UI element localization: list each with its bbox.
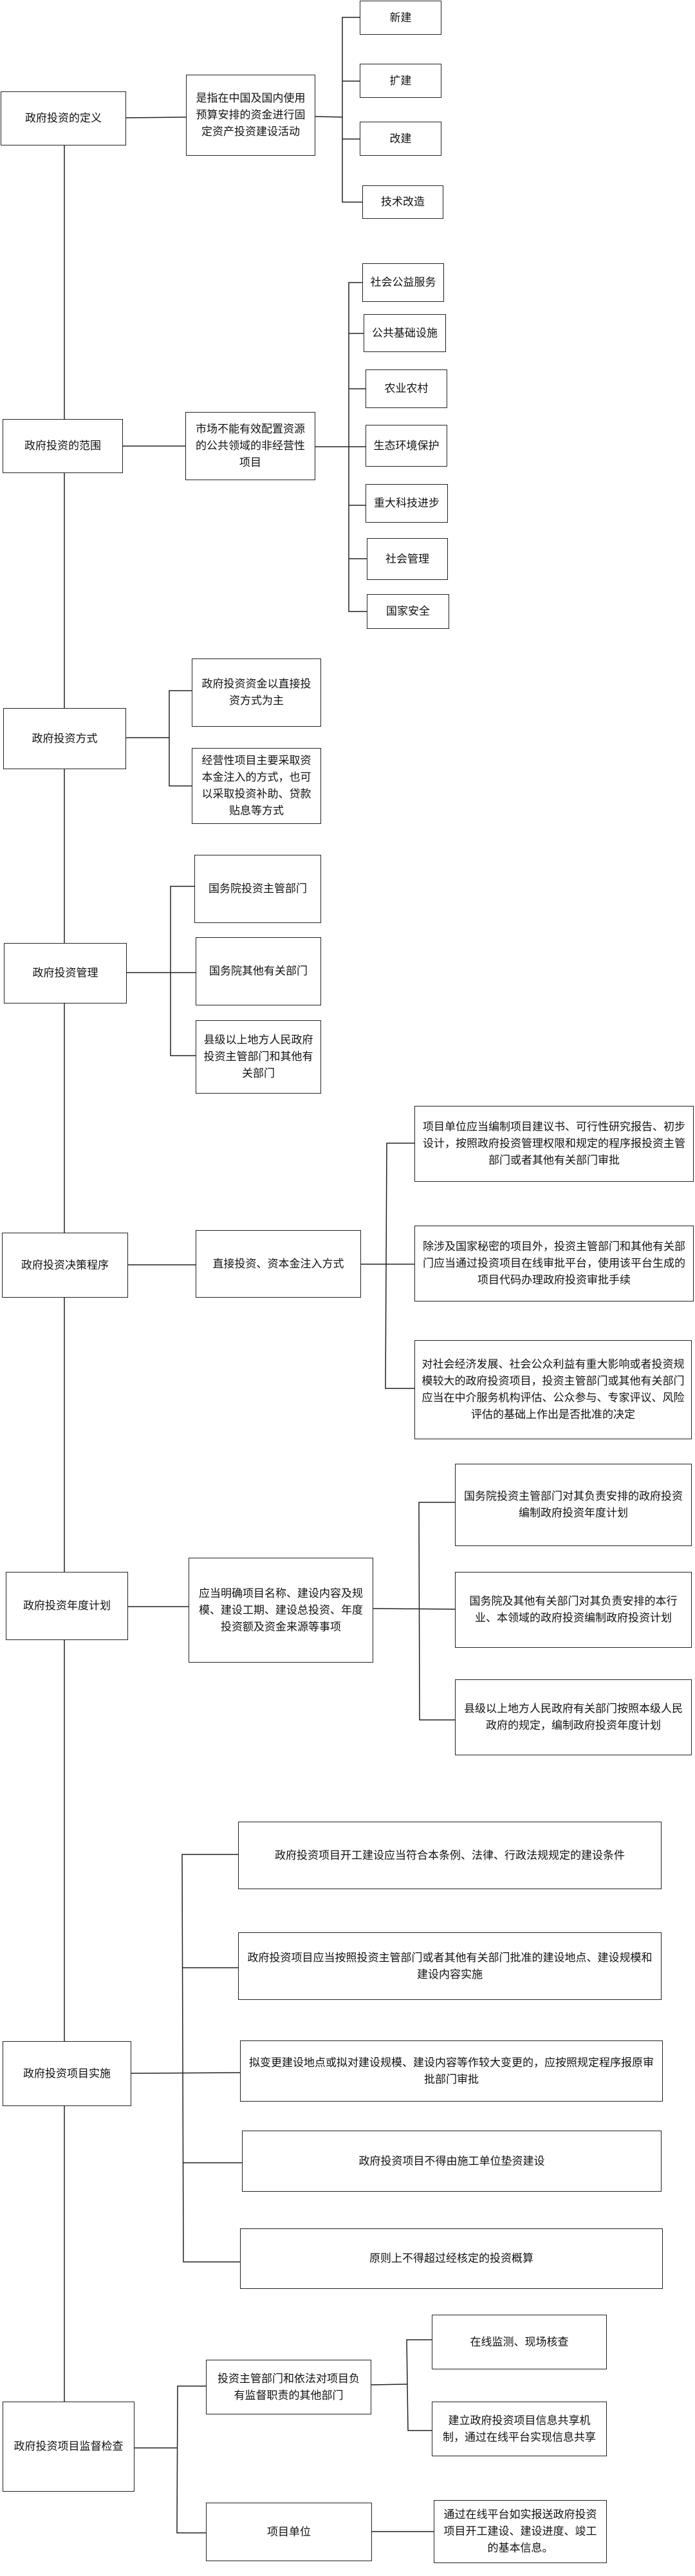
node-supervision: 政府投资项目监督检查: [3, 2402, 134, 2492]
leaf-scope: 社会公益服务: [362, 263, 444, 302]
leaf-tech-upgrade: 技术改造: [362, 185, 443, 219]
leaf-supervision: 建立政府投资项目信息共享机制，通过在线平台实现信息共享: [432, 2402, 607, 2456]
leaf-annual-plan: 县级以上地方人民政府有关部门按照本级人民政府的规定，编制政府投资年度计划: [455, 1679, 692, 1755]
leaf-rebuild: 改建: [360, 122, 441, 156]
node-management-item: 国务院其他有关部门: [196, 937, 321, 1005]
leaf-decision: 对社会经济发展、社会公众利益有重大影响或者投资规模较大的政府投资项目，投资主管部…: [414, 1340, 692, 1439]
leaf-decision: 项目单位应当编制项目建议书、可行性研究报告、初步设计，按照政府投资管理权限和规定…: [414, 1106, 694, 1182]
leaf-decision: 除涉及国家秘密的项目外，投资主管部门和其他有关部门应当通过投资项目在线审批平台，…: [414, 1226, 694, 1302]
node-implementation-item: 政府投资项目不得由施工单位垫资建设: [242, 2131, 662, 2192]
node-annual-plan: 政府投资年度计划: [6, 1572, 128, 1640]
node-scope: 政府投资的范围: [3, 419, 123, 473]
node-implementation-item: 政府投资项目开工建设应当符合本条例、法律、行政法规规定的建设条件: [238, 1822, 662, 1889]
leaf-scope: 社会管理: [367, 538, 448, 580]
leaf-new-build: 新建: [360, 1, 441, 35]
node-implementation-item: 原则上不得超过经核定的投资概算: [240, 2228, 663, 2289]
leaf-annual-plan: 国务院及其他有关部门对其负责安排的本行业、本领域的政府投资编制政府投资计划: [455, 1572, 692, 1648]
node-scope-desc: 市场不能有效配置资源的公共领域的非经营性项目: [185, 412, 315, 480]
node-supervision-project-unit: 项目单位: [206, 2503, 372, 2561]
node-definition-desc: 是指在中国及国内使用预算安排的资金进行固定资产投资建设活动: [186, 75, 315, 156]
node-implementation-item: 政府投资项目应当按照投资主管部门或者其他有关部门批准的建设地点、建设规模和建设内…: [238, 1932, 662, 2000]
leaf-scope: 生态环境保护: [366, 425, 447, 467]
leaf-supervision: 通过在线平台如实报送政府投资项目开工建设、建设进度、竣工的基本信息。: [434, 2500, 607, 2563]
node-implementation-item: 拟变更建设地点或拟对建设规模、建设内容等作较大变更的，应按照规定程序报原审批部门…: [240, 2040, 663, 2102]
node-management: 政府投资管理: [4, 943, 127, 1003]
node-annual-plan-desc: 应当明确项目名称、建设内容及规模、建设工期、建设总投资、年度投资额及资金来源等事…: [189, 1558, 373, 1663]
node-decision-mode: 直接投资、资本金注入方式: [196, 1230, 361, 1298]
node-implementation: 政府投资项目实施: [3, 2041, 131, 2106]
node-management-item: 国务院投资主管部门: [194, 855, 321, 923]
node-method: 政府投资方式: [3, 708, 126, 769]
leaf-scope: 重大科技进步: [366, 484, 448, 523]
node-method-item: 经营性项目主要采取资本金注入的方式，也可以采取投资补助、贷款贴息等方式: [192, 748, 321, 824]
node-definition: 政府投资的定义: [1, 91, 126, 145]
leaf-expansion: 扩建: [360, 64, 441, 98]
leaf-annual-plan: 国务院投资主管部门对其负责安排的政府投资编制政府投资年度计划: [455, 1464, 692, 1546]
node-supervision-authority: 投资主管部门和依法对项目负有监督职责的其他部门: [206, 2360, 371, 2414]
leaf-supervision: 在线监测、现场核查: [432, 2315, 607, 2369]
node-management-item: 县级以上地方人民政府投资主管部门和其他有关部门: [196, 1020, 321, 1094]
leaf-scope: 国家安全: [367, 594, 449, 629]
node-decision: 政府投资决策程序: [2, 1233, 128, 1298]
node-method-item: 政府投资资金以直接投资方式为主: [192, 658, 321, 727]
leaf-scope: 公共基础设施: [364, 314, 446, 352]
leaf-scope: 农业农村: [366, 369, 447, 408]
